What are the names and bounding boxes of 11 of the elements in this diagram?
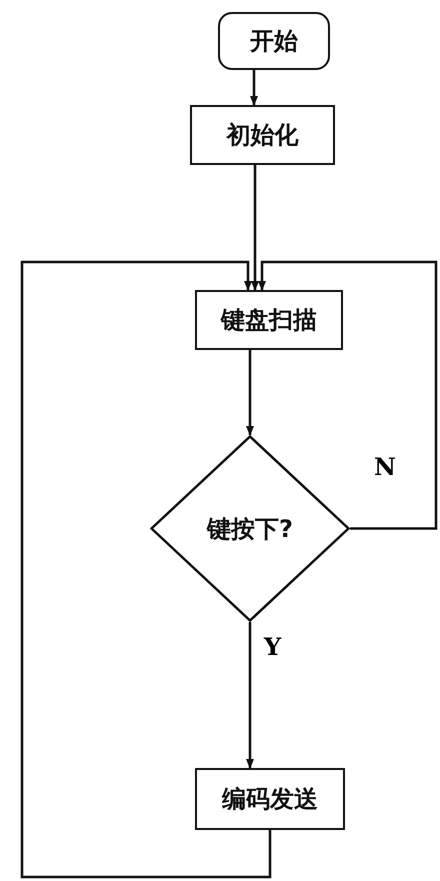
terminal-box: 开始 bbox=[218, 12, 330, 70]
arrow bbox=[246, 622, 254, 769]
arrow bbox=[250, 70, 258, 106]
process-box: 编码发送 bbox=[195, 768, 345, 830]
arrow bbox=[258, 260, 438, 530]
arrow bbox=[251, 165, 259, 291]
arrow bbox=[246, 350, 254, 436]
process-box: 初始化 bbox=[190, 105, 335, 165]
arrow bbox=[20, 260, 272, 878]
decision-diamond: 键按下? bbox=[150, 435, 350, 622]
process-box: 键盘扫描 bbox=[195, 290, 343, 350]
